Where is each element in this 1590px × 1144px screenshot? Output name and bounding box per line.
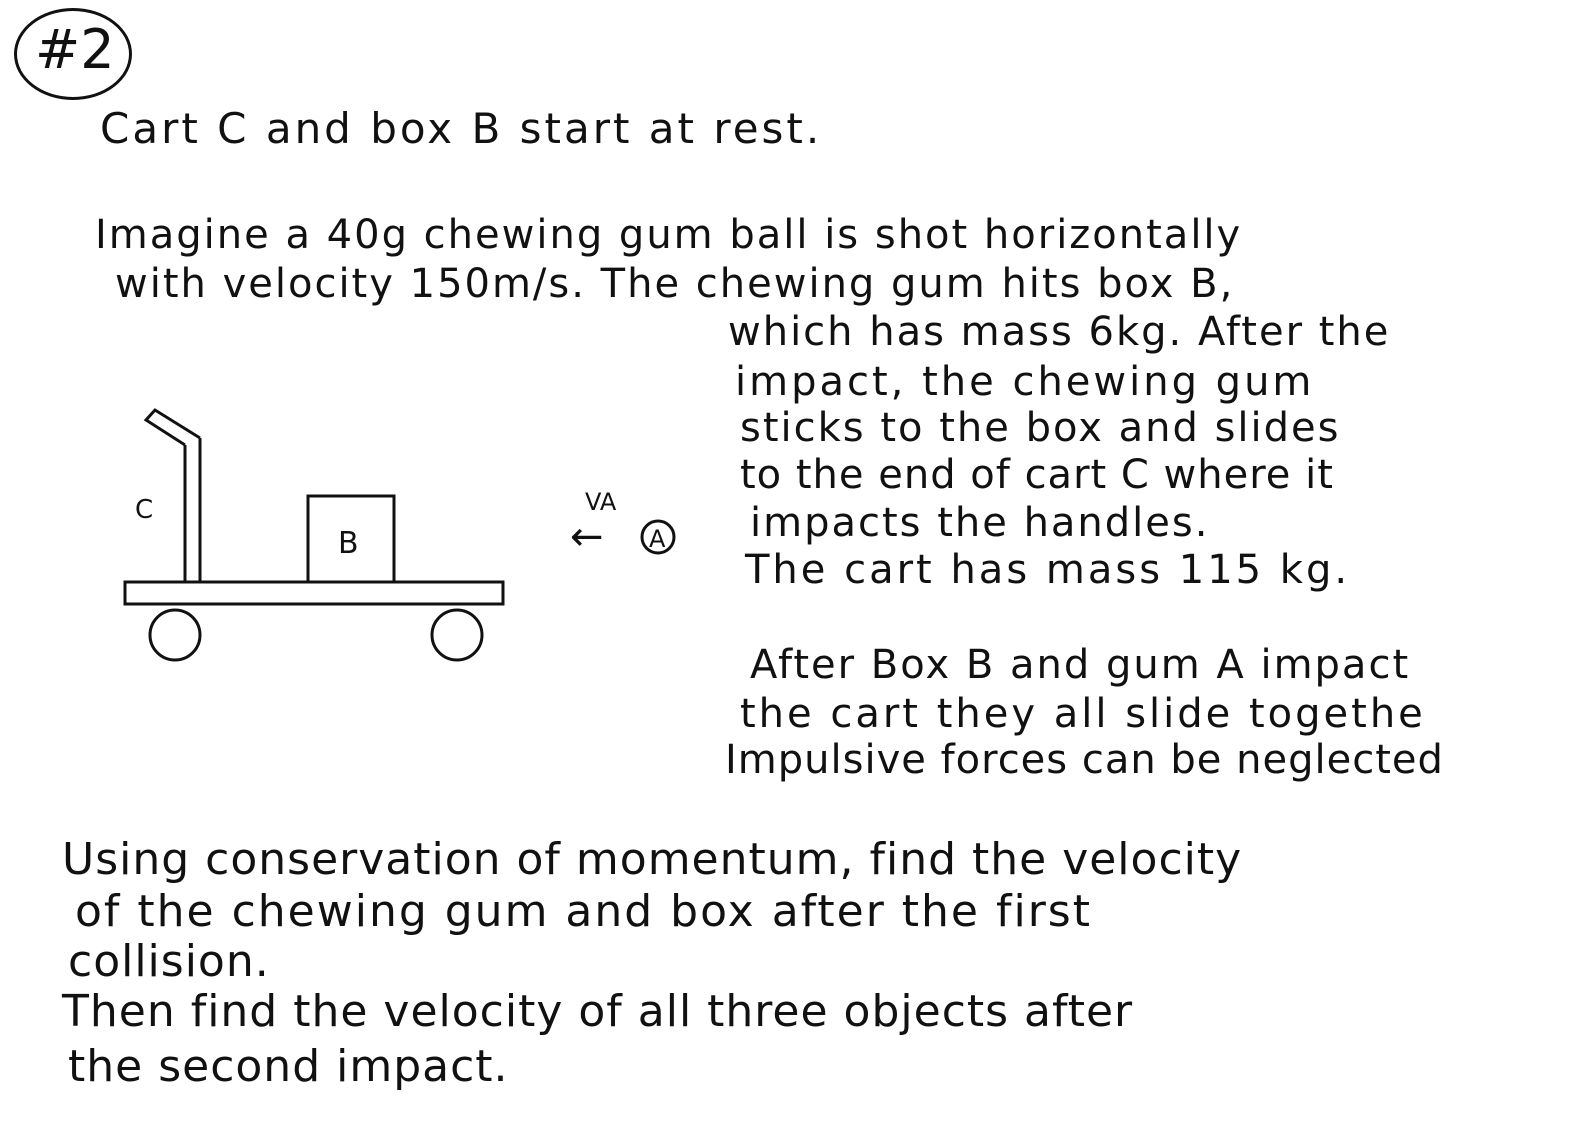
paragraph-1-line: to the end of cart C where it: [740, 452, 1334, 498]
paragraph-1-line: which has mass 6kg. After the: [728, 309, 1391, 355]
paragraph-1-line: Imagine a 40g chewing gum ball is shot h…: [95, 212, 1243, 258]
question-line: collision.: [68, 936, 270, 987]
cart-wheel-right: [430, 608, 484, 662]
question-line: the second impact.: [68, 1041, 509, 1092]
cart-platform: [123, 580, 505, 606]
question-line: Using conservation of momentum, find the…: [62, 834, 1243, 885]
paragraph-1-line: impact, the chewing gum: [735, 359, 1315, 405]
paragraph-2-line: After Box B and gum A impact: [750, 642, 1411, 688]
intro-text: Cart C and box B start at rest.: [100, 104, 823, 153]
cart-label: C: [135, 495, 153, 525]
problem-number: #2: [35, 18, 115, 81]
paragraph-1-line: sticks to the box and slides: [740, 405, 1341, 451]
gum-label: A: [649, 525, 666, 553]
cart-box-diagram: C B VA ← A: [123, 408, 676, 662]
gum-ball-a: [640, 519, 676, 555]
paragraph-1-line: impacts the handles.: [750, 500, 1210, 546]
question-line: Then find the velocity of all three obje…: [62, 986, 1134, 1037]
velocity-label: VA: [585, 488, 617, 516]
paragraph-1-line: with velocity 150m/s. The chewing gum hi…: [115, 261, 1235, 307]
problem-number-badge: #2: [14, 8, 132, 100]
paragraph-1-line: The cart has mass 115 kg.: [745, 547, 1351, 593]
cart-wheel-left: [148, 608, 202, 662]
paragraph-2-line: Impulsive forces can be neglected: [725, 737, 1444, 783]
velocity-arrow: ←: [570, 514, 604, 560]
question-line: of the chewing gum and box after the fir…: [75, 886, 1092, 937]
paragraph-2-line: the cart they all slide togethe: [740, 691, 1426, 737]
box-label: B: [338, 526, 359, 561]
cart-handle: [143, 408, 202, 582]
